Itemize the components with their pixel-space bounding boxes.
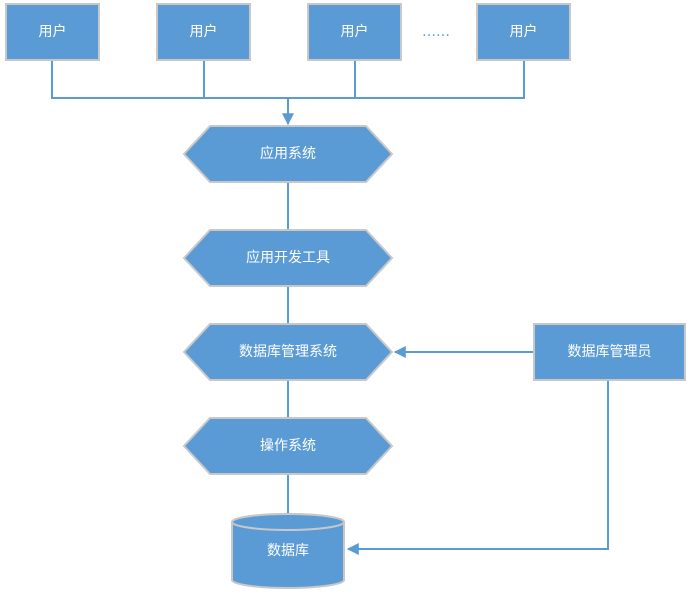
dba-box: 数据库管理员 bbox=[533, 323, 686, 381]
database-cylinder: 数据库 bbox=[231, 513, 345, 589]
layer-label: 应用开发工具 bbox=[246, 249, 330, 266]
ellipsis: …… bbox=[422, 24, 450, 40]
layer-label: 操作系统 bbox=[260, 438, 316, 454]
user-label: 用户 bbox=[39, 23, 67, 40]
user-box: 用户 bbox=[156, 3, 251, 61]
layer-application-system: 应用系统 bbox=[182, 125, 394, 183]
user-box: 用户 bbox=[476, 3, 571, 61]
dba-label: 数据库管理员 bbox=[568, 344, 652, 360]
layer-label: 数据库管理系统 bbox=[239, 344, 337, 360]
user-label: 用户 bbox=[341, 23, 369, 40]
user-connector bbox=[51, 60, 525, 126]
layer-label: 应用系统 bbox=[260, 145, 316, 162]
layer-dbms: 数据库管理系统 bbox=[182, 323, 394, 381]
database-label: 数据库 bbox=[267, 543, 309, 559]
user-box: 用户 bbox=[5, 3, 100, 61]
user-label: 用户 bbox=[190, 23, 218, 40]
layer-app-dev-tools: 应用开发工具 bbox=[182, 229, 394, 287]
layer-operating-system: 操作系统 bbox=[182, 417, 394, 475]
user-box: 用户 bbox=[307, 3, 402, 61]
dba-connector bbox=[346, 346, 609, 555]
user-label: 用户 bbox=[510, 23, 538, 40]
